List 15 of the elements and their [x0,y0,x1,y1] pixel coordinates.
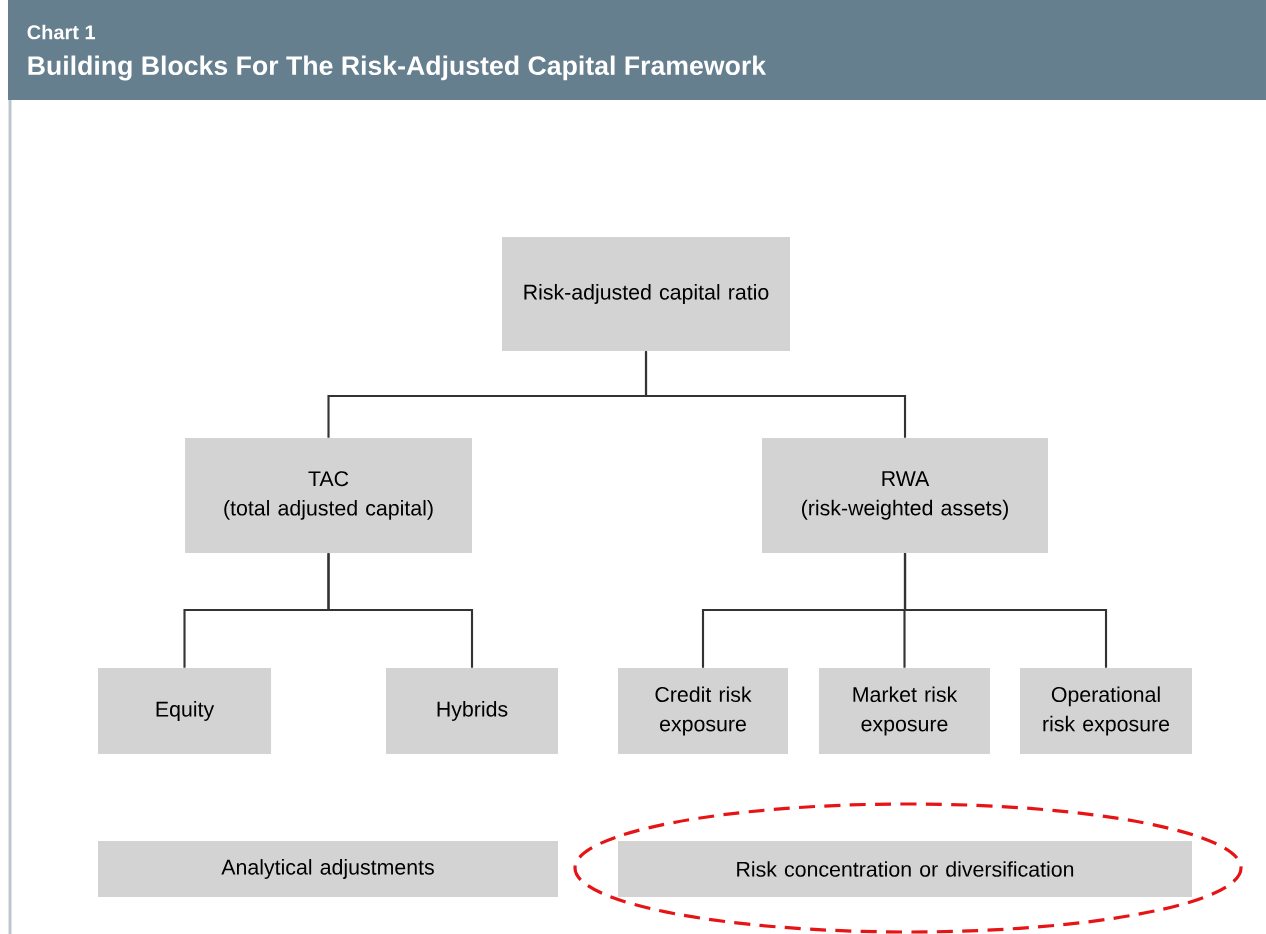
text-box: Credit risk exposure [618,668,788,754]
text-box: RWA (risk-weighted assets) [762,438,1048,553]
text-box: TAC (total adjusted capital) [185,438,472,553]
chart-title: Building Blocks For The Risk-Adjusted Capital Framework [28,55,767,81]
connector-line [903,553,1108,668]
connector-line [644,351,907,438]
text-box: Risk-adjusted capital ratio [502,237,790,351]
connector-line [327,553,474,668]
text-box: Hybrids [386,668,558,754]
text-box: Market risk exposure [819,668,990,754]
text-box: Equity [98,668,272,754]
text-box: Risk concentration or diversification [618,841,1192,897]
text-box: Operational risk exposure [1020,668,1192,754]
text-box: Analytical adjustments [98,841,558,897]
chart-number: Chart 1 [27,24,96,40]
